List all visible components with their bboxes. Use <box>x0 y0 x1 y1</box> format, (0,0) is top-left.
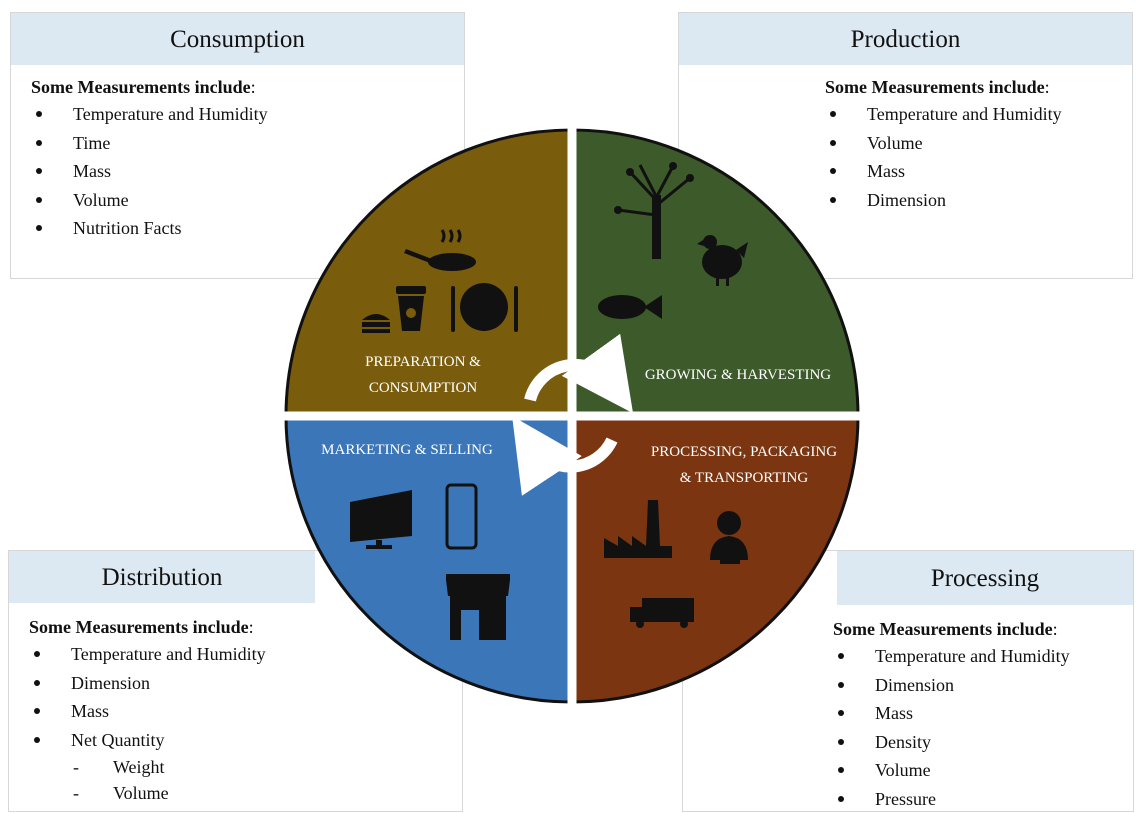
preparation-label-2: CONSUMPTION <box>369 380 478 396</box>
processing-label-2: & TRANSPORTING <box>680 470 809 486</box>
processing-label-1: PROCESSING, PACKAGING <box>651 444 837 460</box>
marketing-label: MARKETING & SELLING <box>321 442 493 458</box>
storefront-icon <box>446 574 510 640</box>
preparation-quadrant <box>286 130 572 416</box>
preparation-label-1: PREPARATION & <box>365 354 481 370</box>
marketing-quadrant <box>286 416 572 702</box>
growing-label: GROWING & HARVESTING <box>645 367 831 383</box>
